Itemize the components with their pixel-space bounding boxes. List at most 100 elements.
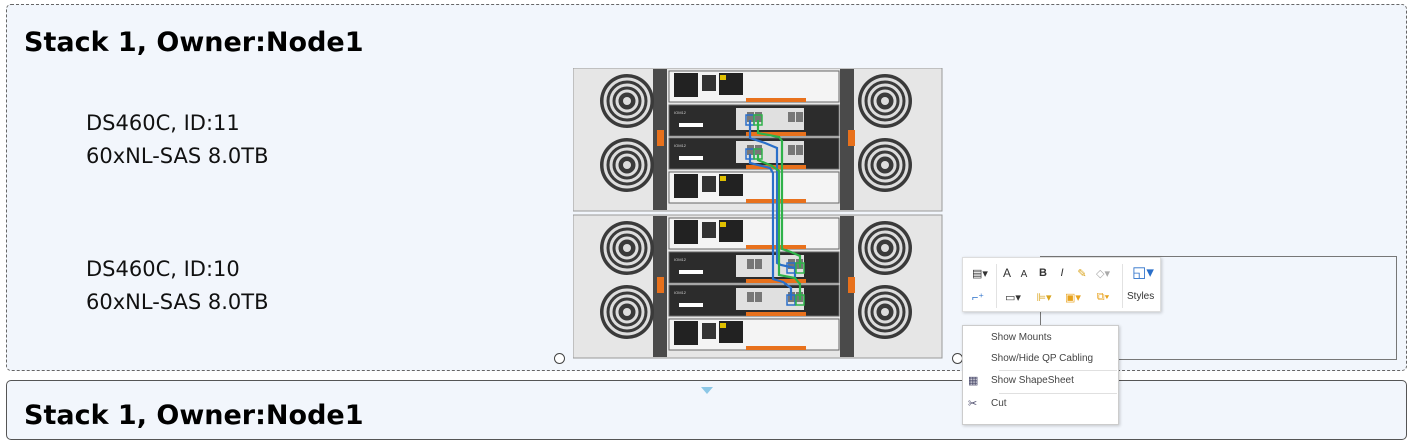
fan-grill xyxy=(615,153,639,177)
fan-grill xyxy=(861,224,909,272)
sas-port xyxy=(747,259,754,269)
cable-connector xyxy=(753,148,763,160)
sas-cable xyxy=(748,154,793,300)
cable-connector xyxy=(753,114,763,126)
fan-hub xyxy=(881,161,889,169)
warning-label xyxy=(720,222,726,227)
module-label: IOM12 xyxy=(674,257,687,262)
latch xyxy=(848,277,855,293)
module-label: IOM12 xyxy=(674,143,687,148)
shelf-drives: 60xNL-SAS 8.0TB xyxy=(86,144,269,168)
module-tag xyxy=(679,270,703,274)
increase-font-icon[interactable]: A xyxy=(1002,266,1011,280)
fan-grill xyxy=(873,300,897,324)
shelf-model: DS460C, ID:11 xyxy=(86,111,240,135)
sas-port xyxy=(788,259,795,269)
mini-toolbar: ▤▾ ⌐⁺ A A B I ✎ ◇▾ ▭▾ ⊫▾ ▣▾ ⧉▾ ◱▾ Styles xyxy=(962,257,1161,312)
menu-item-show-hide-qp-cabling[interactable]: Show/Hide QP Cabling xyxy=(991,353,1094,364)
sas-port xyxy=(796,145,803,155)
sas-port xyxy=(788,145,795,155)
sas-cable xyxy=(748,120,797,278)
line-style-icon[interactable]: ▭▾ xyxy=(1005,291,1021,304)
latch xyxy=(848,130,855,146)
power-socket xyxy=(674,73,698,97)
styles-icon[interactable]: ◱▾ xyxy=(1132,264,1154,281)
fan-hub xyxy=(881,97,889,105)
shelf-label-10: DS460C, ID:10 60xNL-SAS 8.0TB xyxy=(86,253,269,319)
sas-cable xyxy=(756,120,802,268)
fan-grill xyxy=(615,89,639,113)
power-switch xyxy=(702,222,716,238)
bring-front-icon[interactable]: ▣▾ xyxy=(1065,291,1081,304)
sas-port xyxy=(788,112,795,122)
styles-button[interactable]: Styles xyxy=(1127,291,1155,302)
menu-item-show-shapesheet[interactable]: ▦Show ShapeSheet xyxy=(968,375,1074,387)
power-switch xyxy=(702,75,716,91)
fan-grill xyxy=(603,224,651,272)
sas-port xyxy=(755,292,762,302)
pointer-tool-icon[interactable]: ◇▾ xyxy=(1096,267,1110,280)
fan-grill xyxy=(873,89,897,113)
fan-hub xyxy=(623,97,631,105)
shelf-drives: 60xNL-SAS 8.0TB xyxy=(86,290,269,314)
sas-port xyxy=(796,112,803,122)
module-label: IOM12 xyxy=(674,290,687,295)
menu-item-show-mounts[interactable]: Show Mounts xyxy=(991,332,1052,343)
fan-grill xyxy=(615,300,639,324)
fan-grill xyxy=(609,294,645,330)
italic-icon[interactable]: I xyxy=(1060,267,1064,279)
power-socket xyxy=(674,174,698,198)
shelf-rail xyxy=(840,69,854,210)
cable-connector xyxy=(795,262,805,274)
warning-label xyxy=(720,176,726,181)
format-painter-icon[interactable]: ✎ xyxy=(1077,267,1087,280)
fan-grill xyxy=(873,236,897,260)
fan-hub xyxy=(881,308,889,316)
warning-label xyxy=(720,75,726,80)
fan-grill xyxy=(861,77,909,125)
align-icon[interactable]: ⊫▾ xyxy=(1036,291,1052,304)
fan-grill xyxy=(861,288,909,336)
sas-port xyxy=(747,112,754,122)
sas-cable xyxy=(756,154,802,300)
module-tag xyxy=(679,156,703,160)
pull-tab xyxy=(746,312,806,316)
connector-tool-icon[interactable]: ⌐⁺ xyxy=(971,291,985,304)
fan-hub xyxy=(623,161,631,169)
stack-title: Stack 1, Owner:Node1 xyxy=(24,27,364,58)
fan-hub xyxy=(623,244,631,252)
fan-grill xyxy=(861,141,909,189)
fan-grill xyxy=(603,141,651,189)
scissors-icon: ✂ xyxy=(968,398,978,410)
fan-grill xyxy=(867,147,903,183)
sas-port xyxy=(747,145,754,155)
selection-handle[interactable] xyxy=(554,353,565,364)
shelf-label-11: DS460C, ID:11 60xNL-SAS 8.0TB xyxy=(86,107,269,173)
menu-item-cut[interactable]: ✂Cut xyxy=(968,398,1007,410)
cable-connector xyxy=(786,262,796,274)
decrease-font-icon[interactable]: A xyxy=(1020,268,1028,280)
power-socket xyxy=(674,220,698,244)
fan-grill xyxy=(867,83,903,119)
sas-port xyxy=(755,259,762,269)
fan-grill xyxy=(603,288,651,336)
sas-port xyxy=(755,112,762,122)
group-icon[interactable]: ⧉▾ xyxy=(1096,290,1110,303)
text-block-icon[interactable]: ▤▾ xyxy=(972,267,988,280)
context-menu: Show Mounts Show/Hide QP Cabling ▦Show S… xyxy=(962,325,1119,425)
pull-tab xyxy=(746,132,806,136)
fan-grill xyxy=(615,236,639,260)
module-tag xyxy=(679,123,703,127)
power-switch xyxy=(702,176,716,192)
fan-grill xyxy=(873,153,897,177)
shelf-rail xyxy=(840,216,854,357)
bold-icon[interactable]: B xyxy=(1039,267,1047,279)
latch xyxy=(657,130,664,146)
fan-grill xyxy=(609,230,645,266)
fan-hub xyxy=(623,308,631,316)
shelf-model: DS460C, ID:10 xyxy=(86,257,240,281)
power-switch xyxy=(702,323,716,339)
expand-arrow-icon[interactable] xyxy=(701,387,713,394)
stack-title: Stack 1, Owner:Node1 xyxy=(24,400,364,431)
